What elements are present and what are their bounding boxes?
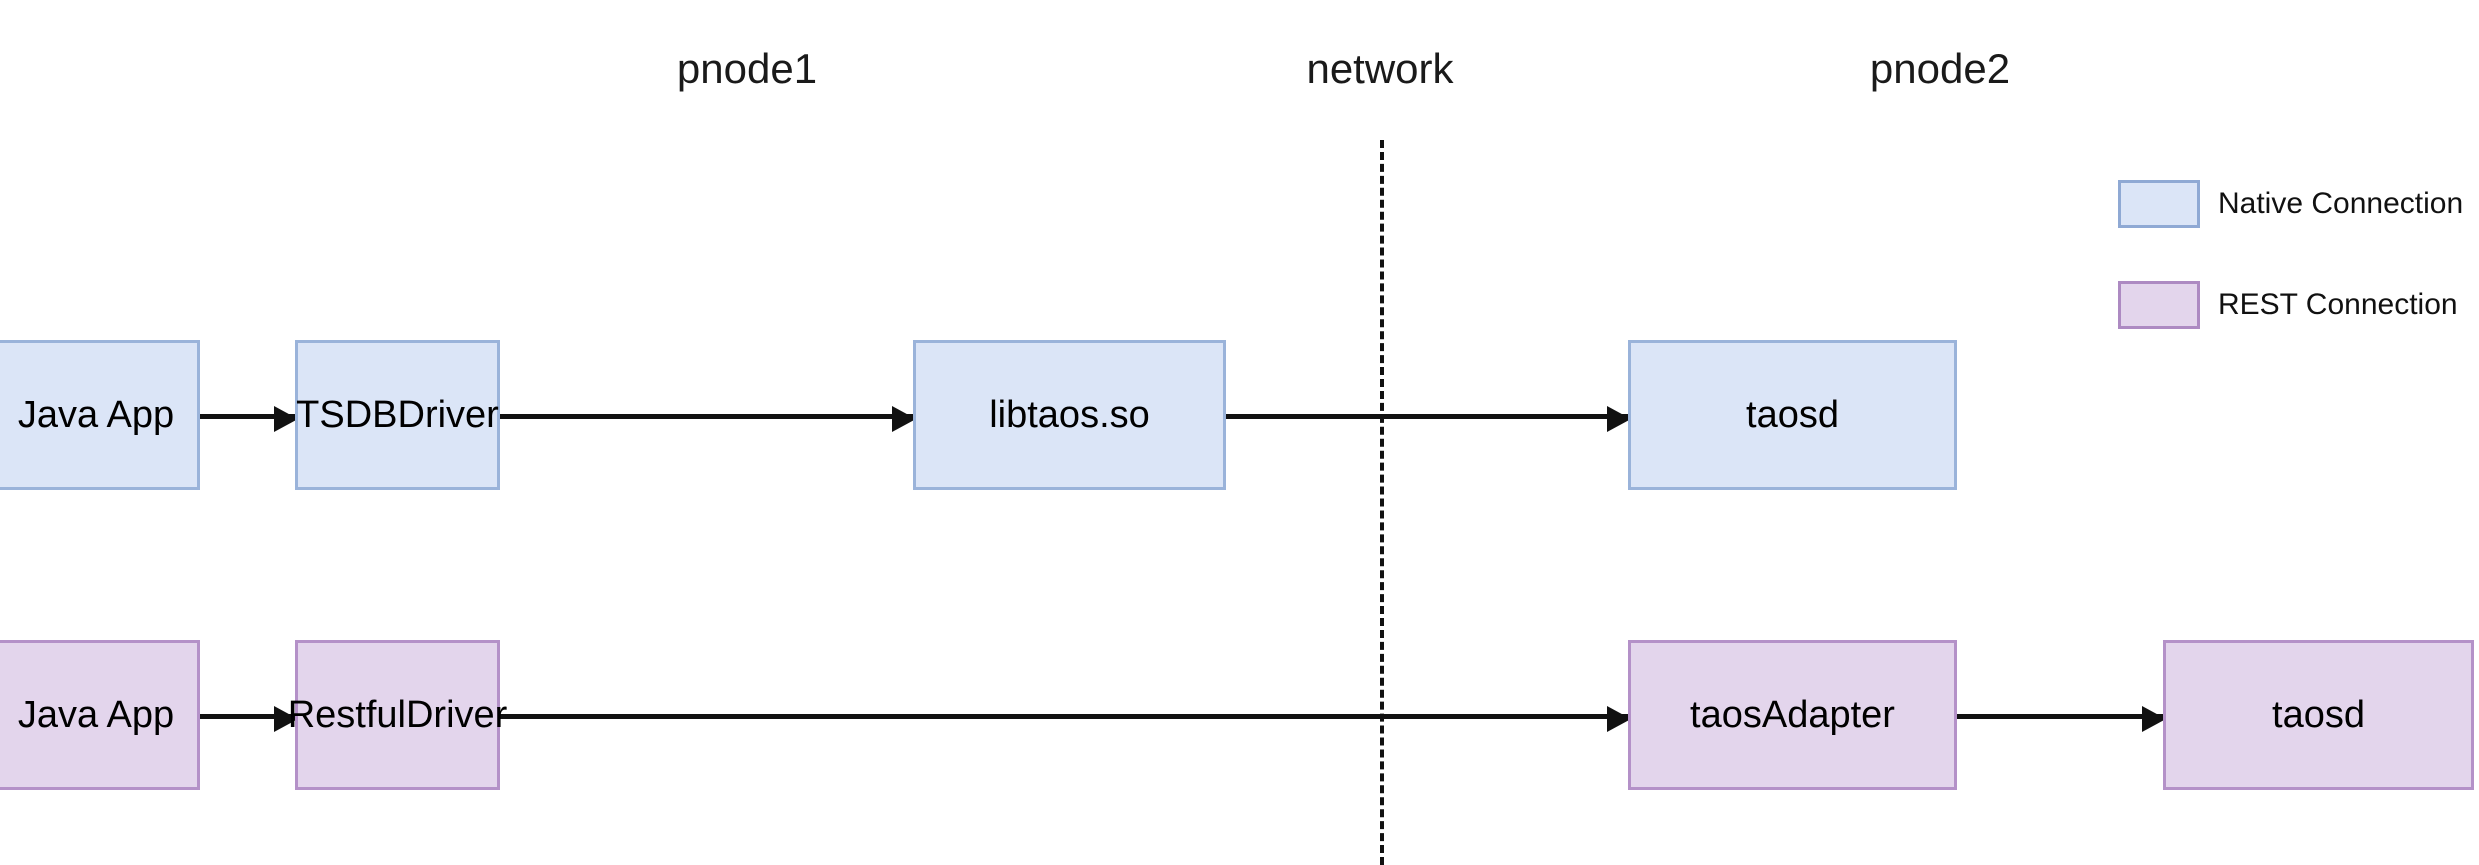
arrow-libtaos-to-taosd bbox=[1226, 406, 1631, 432]
node-restful-driver: RestfulDriver bbox=[288, 640, 507, 790]
node-label-taosd-rest: taosd bbox=[2272, 694, 2365, 736]
node-label-taosd-native: taosd bbox=[1746, 394, 1839, 436]
node-java-app-rest: Java App bbox=[0, 640, 200, 790]
node-label-restful-driver: RestfulDriver bbox=[287, 694, 508, 736]
node-taosd-native: taosd bbox=[1628, 340, 1957, 490]
arrow-tsdbdriver-to-libtaos bbox=[500, 406, 916, 432]
legend-rest-label: REST Connection bbox=[2218, 288, 2458, 321]
node-libtaos-so: libtaos.so bbox=[913, 340, 1226, 490]
legend-rest-swatch bbox=[2118, 281, 2200, 329]
arrow-adapter-to-taosd bbox=[1957, 706, 2166, 732]
node-java-app-native: Java App bbox=[0, 340, 200, 490]
legend-native-label: Native Connection bbox=[2218, 187, 2464, 220]
arrow-javaapp-to-restfuldriver bbox=[200, 706, 298, 732]
node-label-libtaos-so: libtaos.so bbox=[989, 394, 1150, 436]
node-label-taos-adapter: taosAdapter bbox=[1690, 694, 1895, 736]
node-label-java-app-native: Java App bbox=[17, 394, 175, 436]
column-header-network: network bbox=[1306, 45, 1454, 92]
network-boundary-dashed-line bbox=[1380, 140, 1384, 865]
node-label-tsdb-driver: TSDBDriver bbox=[296, 394, 499, 436]
legend-native: Native Connection bbox=[2118, 180, 2463, 228]
column-header-pnode1: pnode1 bbox=[676, 45, 818, 92]
column-header-pnode2: pnode2 bbox=[1869, 45, 2011, 92]
legend-rest: REST Connection bbox=[2118, 281, 2458, 329]
legend-native-swatch bbox=[2118, 180, 2200, 228]
node-label-java-app-rest: Java App bbox=[17, 694, 175, 736]
arrow-javaapp-to-tsdbdriver bbox=[200, 406, 298, 432]
arrow-restfuldriver-to-adapter bbox=[500, 706, 1631, 732]
node-taosd-rest: taosd bbox=[2163, 640, 2474, 790]
node-tsdb-driver: TSDBDriver bbox=[295, 340, 500, 490]
node-taos-adapter: taosAdapter bbox=[1628, 640, 1957, 790]
